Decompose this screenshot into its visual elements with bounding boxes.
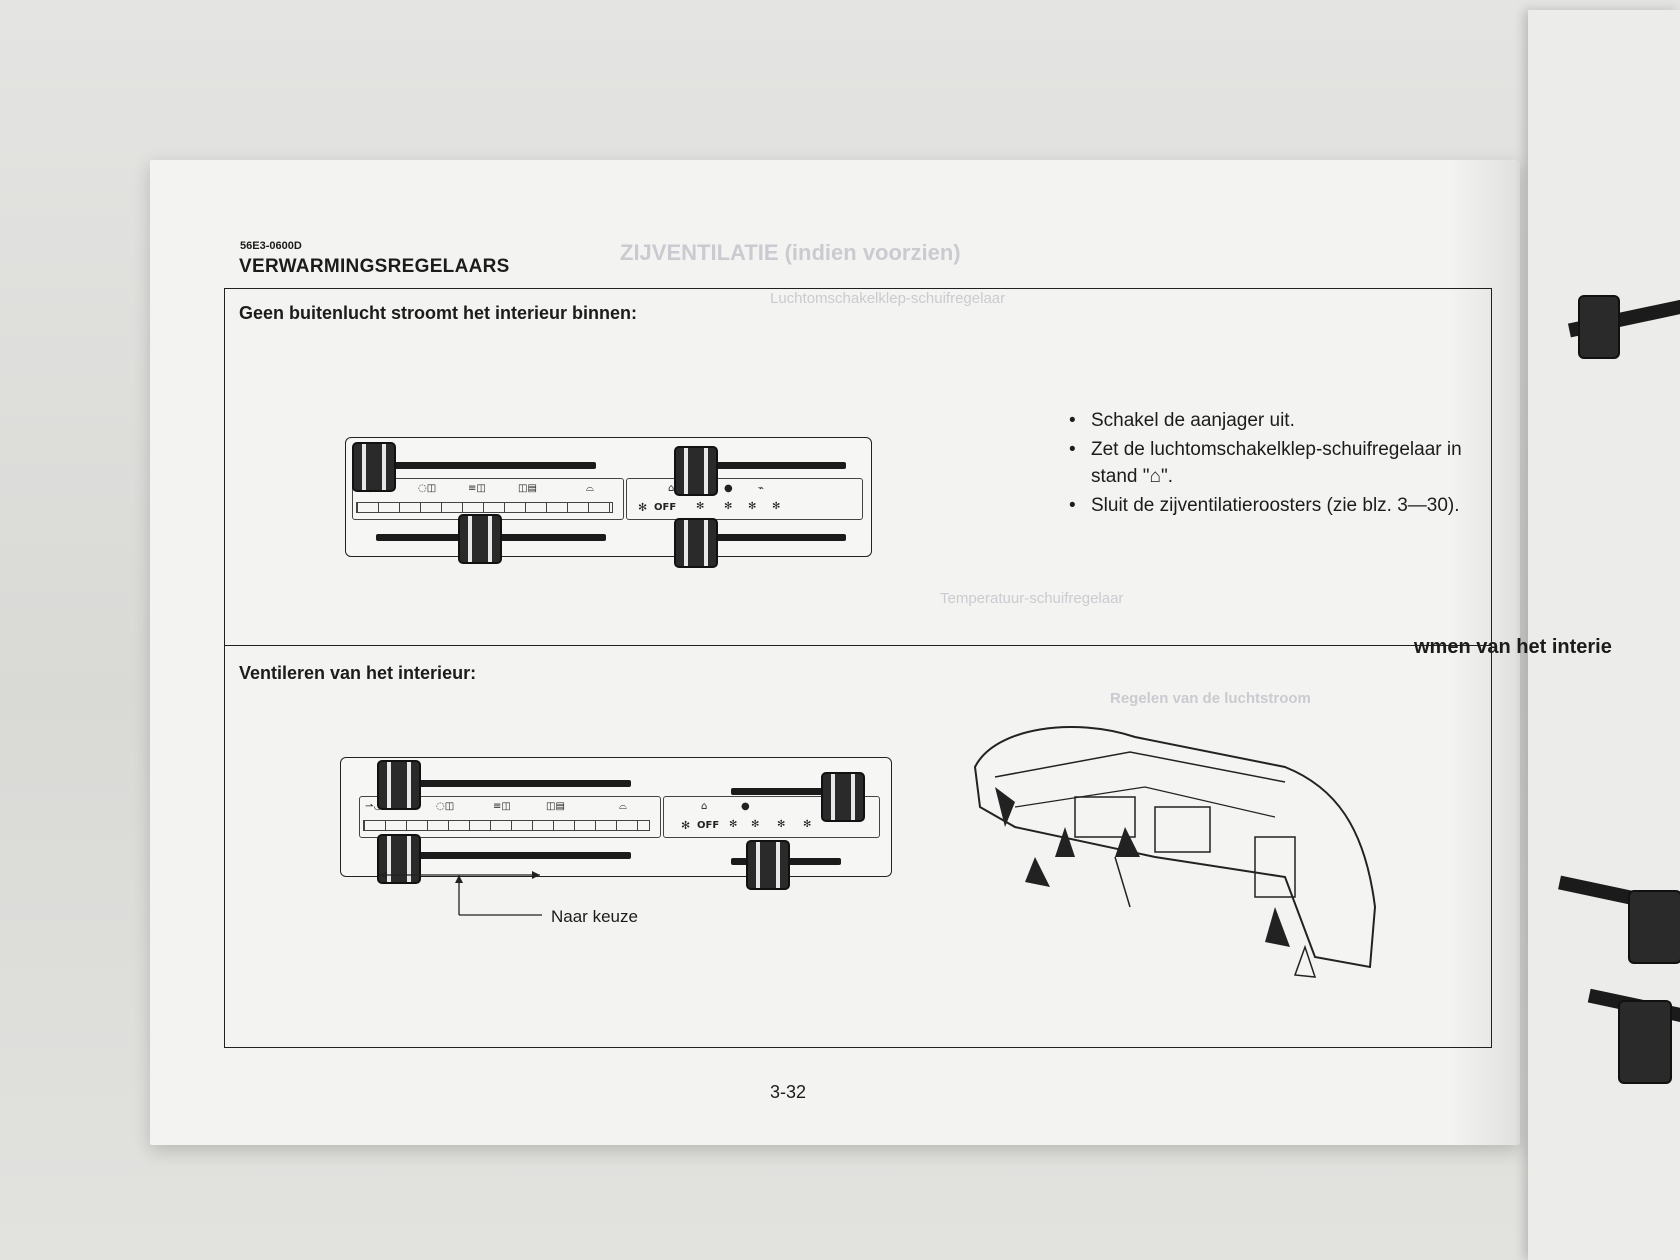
fan-speed-1-icon: ✻	[729, 819, 738, 830]
fan-speed-2-icon: ✻	[751, 819, 760, 830]
fan-icon: ✻	[638, 501, 648, 514]
instruction-list: Schakel de aanjager uit. Zet de luchtoms…	[1065, 407, 1475, 521]
fan-speed-3-icon: ✻	[748, 501, 757, 512]
caption-naar-keuze: Naar keuze	[551, 907, 638, 926]
instruction-item: Sluit de zijventilatieroosters (zie blz.…	[1065, 492, 1475, 519]
airflow-slider-knob[interactable]	[352, 442, 396, 492]
heater-control-panel-recirculate: ⇀◡ ◌◫ ≡◫ ◫▤ ⌓ ⌂ ● ⌁ ✻ OFF ✻ ✻ ✻ ✻	[345, 437, 872, 568]
fan-speed-slider-knob[interactable]	[674, 518, 718, 568]
dashboard-illustration	[973, 726, 1377, 978]
next-page-heading: wmen van het interie	[1414, 636, 1612, 658]
fan-speed-slider-knob[interactable]	[746, 840, 790, 890]
defrost-foot-icon: ◫▤	[518, 483, 537, 494]
partial-slider-knob	[1618, 1000, 1672, 1084]
manual-page: ZIJVENTILATIE (indien voorzien) Luchtoms…	[150, 160, 1520, 1145]
defrost-icon: ⌓	[586, 483, 594, 494]
face-vent-icon: ⇀◡	[365, 801, 383, 812]
selection-range-arrow-icon	[379, 871, 542, 916]
fresh-air-icon: ⌁	[758, 483, 765, 494]
defrost-icon: ⌓	[619, 801, 627, 812]
airflow-slider-knob[interactable]	[377, 760, 421, 810]
bilevel-icon: ◌◫	[436, 801, 455, 812]
temperature-slider-knob[interactable]	[458, 514, 502, 564]
fan-speed-4-icon: ✻	[803, 819, 812, 830]
page-number: 3-32	[770, 1082, 807, 1102]
fan-speed-3-icon: ✻	[777, 819, 786, 830]
fan-off-label: OFF	[697, 820, 720, 831]
next-page-edge	[1528, 10, 1680, 1260]
partial-slider-knob	[1628, 890, 1680, 964]
document-code: 56E3-0600D	[240, 240, 302, 252]
fan-speed-1-icon: ✻	[696, 501, 705, 512]
defrost-foot-icon: ◫▤	[546, 801, 565, 812]
fan-speed-4-icon: ✻	[772, 501, 781, 512]
instruction-item: Schakel de aanjager uit.	[1065, 407, 1475, 434]
instruction-item: Zet de luchtomschakelklep-schuifregelaar…	[1065, 436, 1475, 490]
page-title: VERWARMINGSREGELAARS	[239, 256, 510, 277]
recirculate-icon: ⌂	[668, 483, 675, 494]
indicator-dot-icon: ●	[724, 483, 733, 494]
section-heading-no-outside-air: Geen buitenlucht stroomt het interieur b…	[239, 303, 638, 323]
air-intake-slider-knob[interactable]	[821, 772, 865, 822]
foot-icon: ≡◫	[468, 483, 486, 494]
indicator-dot-icon: ●	[741, 801, 750, 812]
partial-slider-knob	[1578, 295, 1620, 359]
bilevel-icon: ◌◫	[418, 483, 437, 494]
air-intake-slider-knob[interactable]	[674, 446, 718, 496]
heater-control-panel-ventilate: ⇀◡ ◌◫ ≡◫ ◫▤ ⌓ ⌂ ● ✻ OFF ✻ ✻ ✻ ✻	[340, 757, 892, 890]
fan-icon: ✻	[681, 819, 691, 832]
fan-speed-2-icon: ✻	[724, 501, 733, 512]
fan-off-label: OFF	[654, 502, 677, 513]
foot-icon: ≡◫	[493, 801, 511, 812]
section-heading-ventilate: Ventileren van het interieur:	[239, 663, 477, 683]
content-frame: Geen buitenlucht stroomt het interieur b…	[224, 288, 1492, 1048]
recirculate-icon: ⌂	[701, 801, 708, 812]
section-divider	[225, 645, 1491, 646]
